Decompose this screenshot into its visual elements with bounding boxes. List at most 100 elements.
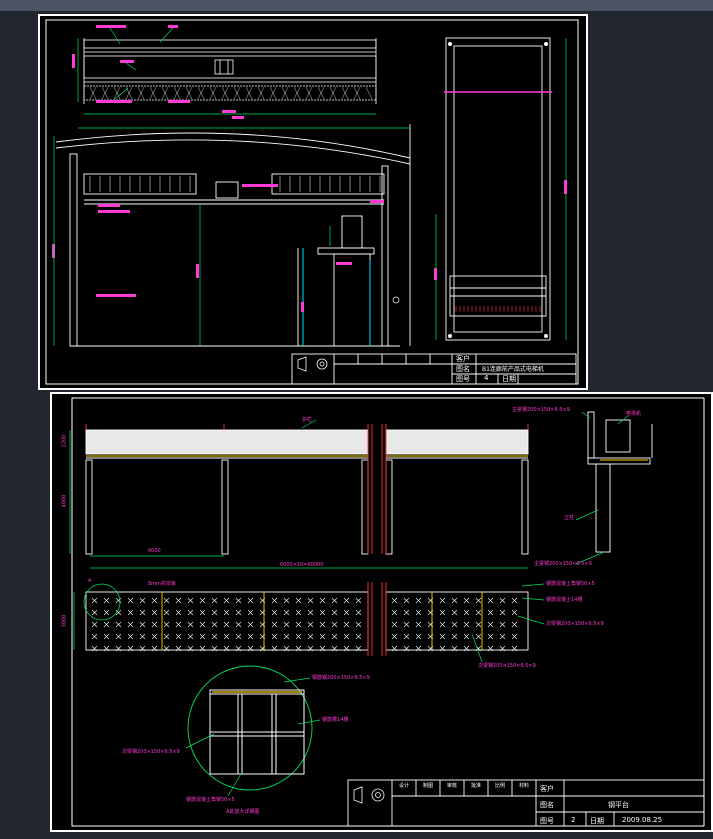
grating-cross [331, 597, 338, 604]
grating-cross [487, 597, 494, 604]
grating-cross [163, 597, 170, 604]
grating-cross [163, 645, 170, 652]
grating-cross [343, 633, 350, 640]
grating-cross [487, 609, 494, 616]
grating-cross [415, 645, 422, 652]
title-block-1-sheet-label: 图号 [456, 375, 470, 383]
detail-leaders [185, 677, 321, 797]
grating-cross [487, 645, 494, 652]
grating-cross [271, 609, 278, 616]
grating-cross [295, 609, 302, 616]
main-elevation-frame [55, 124, 411, 347]
grating-cross [211, 621, 218, 628]
label-rib-2: 钢筋混凝土14槽 [546, 597, 583, 603]
main-elevation-columns-highlight [302, 248, 371, 346]
label-equipment: 卷扬机 [626, 411, 642, 417]
grating-cross [103, 621, 110, 628]
grating-cross [91, 621, 98, 628]
grating-cross [307, 609, 314, 616]
grating-cross [211, 645, 218, 652]
grating-cross [247, 633, 254, 640]
grating-cross [403, 645, 410, 652]
grating-cross [403, 597, 410, 604]
grating-cross [295, 633, 302, 640]
sheet-1-drawing [45, 19, 579, 385]
header-cell: 比例 [494, 783, 505, 789]
grating-cross [187, 633, 194, 640]
grating-cross [451, 621, 458, 628]
plan-grating-breaks [367, 582, 387, 656]
grating-cross [499, 645, 506, 652]
title-block-1-name-value: B1连廊前产品式电梯机 [482, 366, 544, 373]
grating-cross [103, 597, 110, 604]
side-view-leaders [575, 411, 629, 565]
grating-cross [295, 645, 302, 652]
grating-cross [415, 633, 422, 640]
grating-cross [151, 597, 158, 604]
platform-side-view [587, 411, 653, 553]
grating-cross [463, 597, 470, 604]
grating-cross [331, 633, 338, 640]
title-block-2-name-value: 钢平台 [608, 801, 629, 809]
grating-cross [271, 645, 278, 652]
grating-cross [439, 621, 446, 628]
label-main-beam-top: 主梁钢200×150×6.5×9 [512, 407, 570, 413]
grating-cross [331, 609, 338, 616]
grating-cross [451, 597, 458, 604]
label-rib-4: 次梁钢200×150×6.5×9 [478, 663, 536, 669]
grating-cross [199, 645, 206, 652]
grating-cross [391, 621, 398, 628]
grating-cross [283, 597, 290, 604]
side-elevation-bolts [448, 42, 548, 338]
grating-cross [331, 621, 338, 628]
grating-cross [187, 609, 194, 616]
grating-cross [355, 645, 362, 652]
grating-cross [439, 645, 446, 652]
grating-cross [271, 621, 278, 628]
grating-cross [187, 597, 194, 604]
title-block-1-customer-label: 客户 [456, 355, 470, 363]
grating-cross [151, 645, 158, 652]
grating-cross [187, 645, 194, 652]
label-mark-a: A [88, 578, 92, 584]
grating-cross [451, 609, 458, 616]
grating-cross [295, 621, 302, 628]
main-elevation-callouts [52, 116, 384, 312]
grating-cross [475, 633, 482, 640]
grating-cross [187, 621, 194, 628]
grating-cross [463, 633, 470, 640]
header-cell: 制图 [422, 783, 433, 789]
grating-cross [163, 609, 170, 616]
conveyor-top-leaders [77, 27, 376, 115]
header-cell: 材料 [518, 783, 529, 789]
conveyor-top-crosshatch [89, 86, 373, 100]
grating-cross [391, 633, 398, 640]
title-block-2-name-label: 图名 [540, 801, 554, 809]
grating-cross [235, 621, 242, 628]
grating-cross [223, 633, 230, 640]
grating-cross [199, 597, 206, 604]
grating-cross [403, 609, 410, 616]
grating-cross [127, 633, 134, 640]
platform-break-lines [85, 424, 529, 554]
grating-cross [247, 645, 254, 652]
title-block-1-name-label: 图名 [456, 365, 470, 373]
title-block-1-logo [297, 356, 328, 372]
conveyor-top-callouts [72, 25, 236, 113]
title-block-2-header-row: 设计 制图 审核 批准 比例 材料 [392, 782, 536, 794]
grating-cross [319, 609, 326, 616]
grating-cross [127, 645, 134, 652]
label-rib-1: 钢筋混凝土角钢50×5 [546, 581, 595, 587]
side-elevation [445, 37, 551, 341]
grating-cross [223, 621, 230, 628]
side-elevation-callouts [434, 180, 567, 280]
grating-cross [127, 609, 134, 616]
grating-cross [199, 621, 206, 628]
grating-cross [511, 633, 518, 640]
plan-grating-ribs [161, 592, 483, 650]
grating-cross [91, 645, 98, 652]
grating-cross [103, 609, 110, 616]
grating-cross [355, 633, 362, 640]
grating-cross [343, 597, 350, 604]
grating-cross [283, 609, 290, 616]
